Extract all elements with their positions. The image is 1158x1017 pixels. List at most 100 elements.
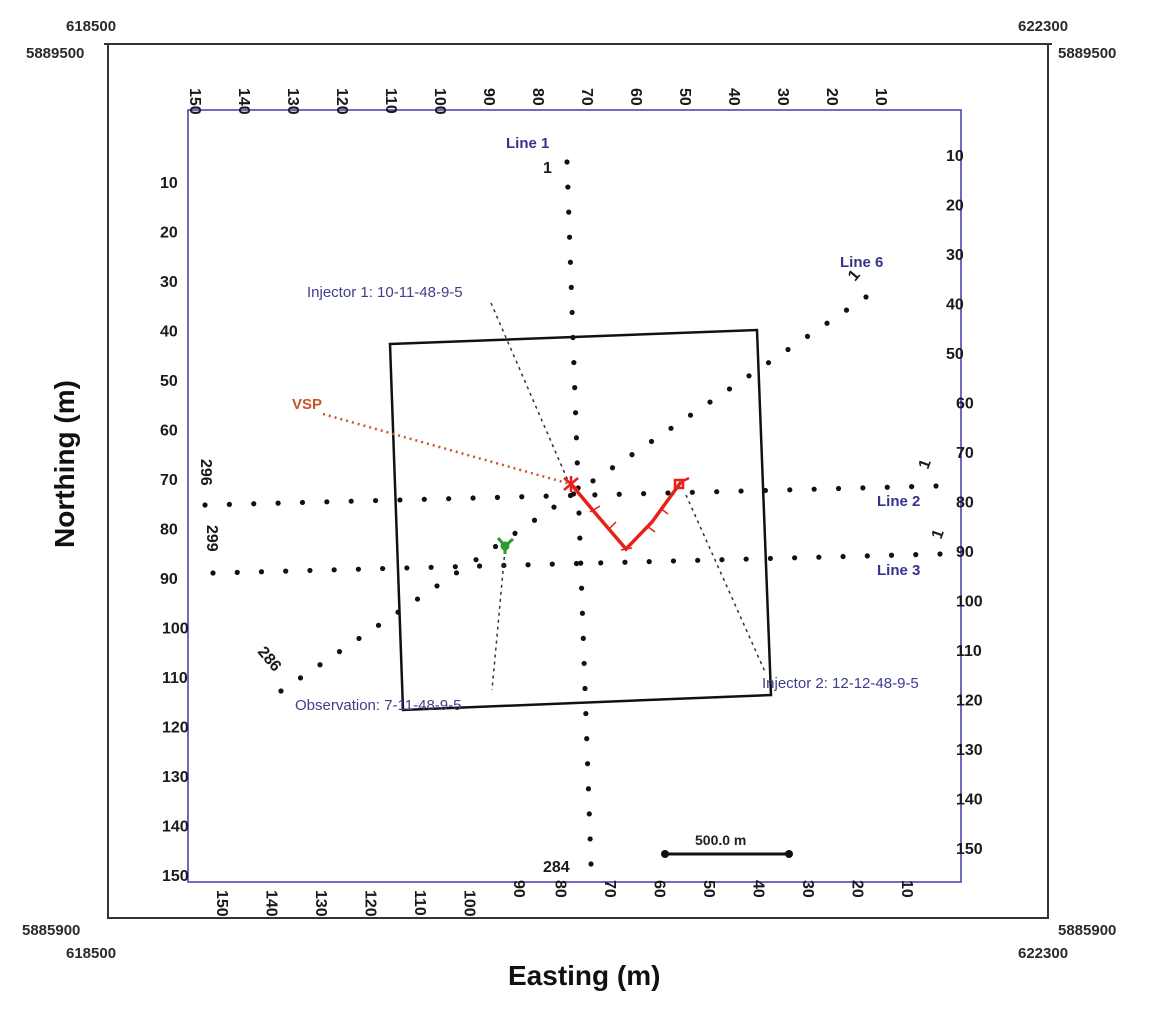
grid-top-label: 90	[480, 88, 497, 106]
corner-bottom-left-easting: 618500	[66, 945, 116, 962]
line-6-end-label: 286	[254, 644, 284, 675]
grid-bottom-label: 30	[799, 880, 816, 898]
grid-bottom-label: 50	[700, 880, 717, 898]
line-3-start-label: 1	[929, 527, 948, 541]
grid-bottom-label: 60	[651, 880, 668, 898]
vsp-line	[322, 412, 571, 486]
grid-right-label: 50	[946, 346, 964, 363]
corner-bottom-right-northing: 5885900	[1058, 922, 1116, 939]
corner-top-left-northing: 5889500	[26, 45, 84, 62]
grid-top-label: 110	[382, 88, 399, 114]
grid-bottom-label: 80	[552, 880, 569, 898]
line-2-end-label: 296	[197, 459, 214, 486]
grid-right-label: 70	[956, 445, 974, 462]
grid-top-labels: 150 140 130 120 110 100 90 80 70 60 50 40 30 20 10	[186, 88, 889, 115]
grid-left-label: 70	[160, 472, 178, 489]
injector-1-label: Injector 1: 10-11-48-9-5	[307, 284, 463, 301]
grid-top-label: 130	[284, 88, 301, 115]
line-2-start-label: 1	[916, 457, 935, 471]
grid-right-label: 150	[956, 841, 983, 858]
grid-left-label: 50	[160, 373, 178, 390]
grid-right-label: 30	[946, 247, 964, 264]
grid-bottom-label: 110	[411, 890, 428, 916]
grid-top-label: 20	[823, 88, 840, 106]
grid-top-label: 50	[676, 88, 693, 106]
grid-right-label: 20	[946, 198, 964, 215]
injector-well-track	[569, 480, 683, 552]
grid-left-label: 10	[160, 175, 178, 192]
injector-track-ticks	[589, 505, 669, 551]
grid-left-label: 120	[162, 720, 189, 737]
grid-left-label: 60	[160, 423, 178, 440]
grid-right-label: 60	[956, 396, 974, 413]
survey-area-box	[388, 328, 773, 712]
grid-right-label: 10	[946, 148, 964, 165]
grid-left-label: 140	[162, 819, 189, 836]
corner-top-right-easting: 622300	[1018, 18, 1068, 35]
line-3-end-label: 299	[203, 525, 220, 552]
corner-top-right-northing: 5889500	[1058, 45, 1116, 62]
grid-bottom-label: 40	[750, 880, 767, 898]
grid-left-label: 30	[160, 274, 178, 291]
grid-left-label: 90	[160, 571, 178, 588]
grid-right-label: 110	[956, 643, 982, 660]
grid-bottom-label: 140	[263, 890, 280, 917]
grid-right-label: 80	[956, 495, 974, 512]
grid-right-label: 90	[956, 544, 974, 561]
vsp-label: VSP	[292, 396, 322, 413]
line-1-end-label: 284	[543, 859, 570, 876]
grid-top-label: 140	[235, 88, 252, 115]
injector-2-label: Injector 2: 12-12-48-9-5	[762, 675, 919, 692]
scale-bar: 500.0 m	[661, 832, 793, 858]
corner-bottom-left-northing: 5885900	[22, 922, 80, 939]
grid-right-label: 120	[956, 693, 983, 710]
grid-top-label: 70	[578, 88, 595, 106]
injector-2-leader	[685, 494, 767, 675]
grid-bottom-label: 10	[898, 880, 915, 898]
grid-left-label: 20	[160, 225, 178, 242]
grid-right-label: 40	[946, 297, 964, 314]
grid-top-label: 120	[333, 88, 350, 115]
grid-top-label: 30	[774, 88, 791, 106]
grid-top-label: 100	[431, 88, 448, 115]
grid-top-label: 60	[627, 88, 644, 106]
grid-bottom-label: 150	[213, 890, 230, 917]
observation-leader	[491, 549, 506, 691]
grid-left-label: 150	[162, 868, 189, 885]
corner-top-left-easting: 618500	[66, 18, 116, 35]
x-axis-title: Easting (m)	[508, 960, 660, 991]
y-axis-title: Northing (m)	[49, 380, 80, 548]
grid-top-label: 10	[872, 88, 889, 106]
grid-top-label: 150	[186, 88, 203, 115]
outer-frame	[107, 43, 1049, 919]
grid-left-label: 40	[160, 324, 178, 341]
line-1-label: Line 1	[506, 135, 549, 152]
observation-label: Observation: 7-11-48-9-5	[295, 697, 461, 714]
grid-left-label: 100	[162, 621, 189, 638]
observation-well-marker	[496, 537, 514, 554]
grid-box	[187, 109, 962, 883]
grid-bottom-label: 130	[312, 890, 329, 917]
grid-right-label: 100	[956, 594, 983, 611]
injector-1-leader	[490, 302, 570, 484]
grid-bottom-label: 120	[362, 890, 379, 917]
scale-bar-label: 500.0 m	[695, 832, 746, 848]
grid-bottom-label: 90	[510, 880, 527, 898]
grid-top-label: 40	[725, 88, 742, 106]
injector-2-marker	[673, 476, 690, 490]
corner-bottom-right-easting: 622300	[1018, 945, 1068, 962]
line-1-start-label: 1	[543, 160, 552, 177]
line-6-label: Line 6	[840, 254, 883, 271]
grid-bottom-label: 100	[461, 890, 478, 917]
injector-1-marker	[563, 476, 579, 492]
grid-right-label: 130	[956, 742, 983, 759]
grid-top-label: 80	[529, 88, 546, 106]
grid-left-label: 80	[160, 522, 178, 539]
grid-left-label: 110	[162, 670, 188, 687]
line-3-label: Line 3	[877, 562, 920, 579]
line-2-label: Line 2	[877, 493, 920, 510]
